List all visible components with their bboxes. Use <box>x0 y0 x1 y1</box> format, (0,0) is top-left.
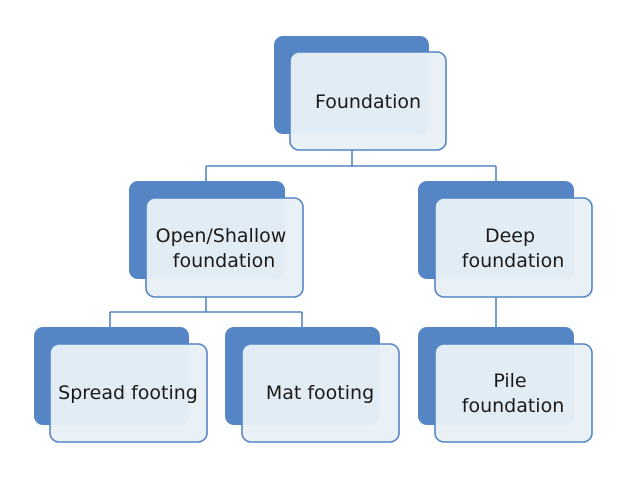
node-pile-foundation: Pile foundation <box>418 327 593 443</box>
connectors <box>109 150 497 327</box>
connector-root-to-level1 <box>205 150 497 181</box>
node-pile-foundation-box <box>434 343 593 443</box>
node-open-shallow-box <box>145 197 304 298</box>
node-spread-footing-line-1: Spread footing <box>58 382 198 404</box>
node-pile-foundation-line-2: foundation <box>462 395 565 417</box>
node-foundation-box <box>289 51 447 151</box>
node-open-shallow-line-2: foundation <box>173 250 276 272</box>
node-deep-label: Deep foundation <box>462 225 565 272</box>
node-deep-line-1: Deep <box>485 225 535 247</box>
node-foundation-label: Foundation <box>315 91 421 113</box>
node-pile-foundation-line-1: Pile <box>493 370 526 392</box>
connector-open-shallow-to-footings <box>109 297 303 327</box>
node-mat-footing: Mat footing <box>225 327 400 443</box>
node-deep-line-2: foundation <box>462 250 565 272</box>
node-foundation: Foundation <box>274 36 447 151</box>
node-open-shallow: Open/Shallow foundation <box>129 181 304 298</box>
node-spread-footing-label: Spread footing <box>58 382 198 404</box>
node-deep: Deep foundation <box>418 181 593 298</box>
node-open-shallow-label: Open/Shallow foundation <box>156 225 293 272</box>
node-mat-footing-line-1: Mat footing <box>266 382 374 404</box>
node-spread-footing-box <box>49 343 208 443</box>
node-mat-footing-box <box>241 343 400 443</box>
node-foundation-line-1: Foundation <box>315 91 421 113</box>
node-open-shallow-line-1: Open/Shallow <box>156 225 287 247</box>
node-pile-foundation-label: Pile foundation <box>462 370 565 417</box>
node-mat-footing-label: Mat footing <box>266 382 374 404</box>
node-spread-footing: Spread footing <box>34 327 208 443</box>
node-deep-box <box>434 197 593 298</box>
